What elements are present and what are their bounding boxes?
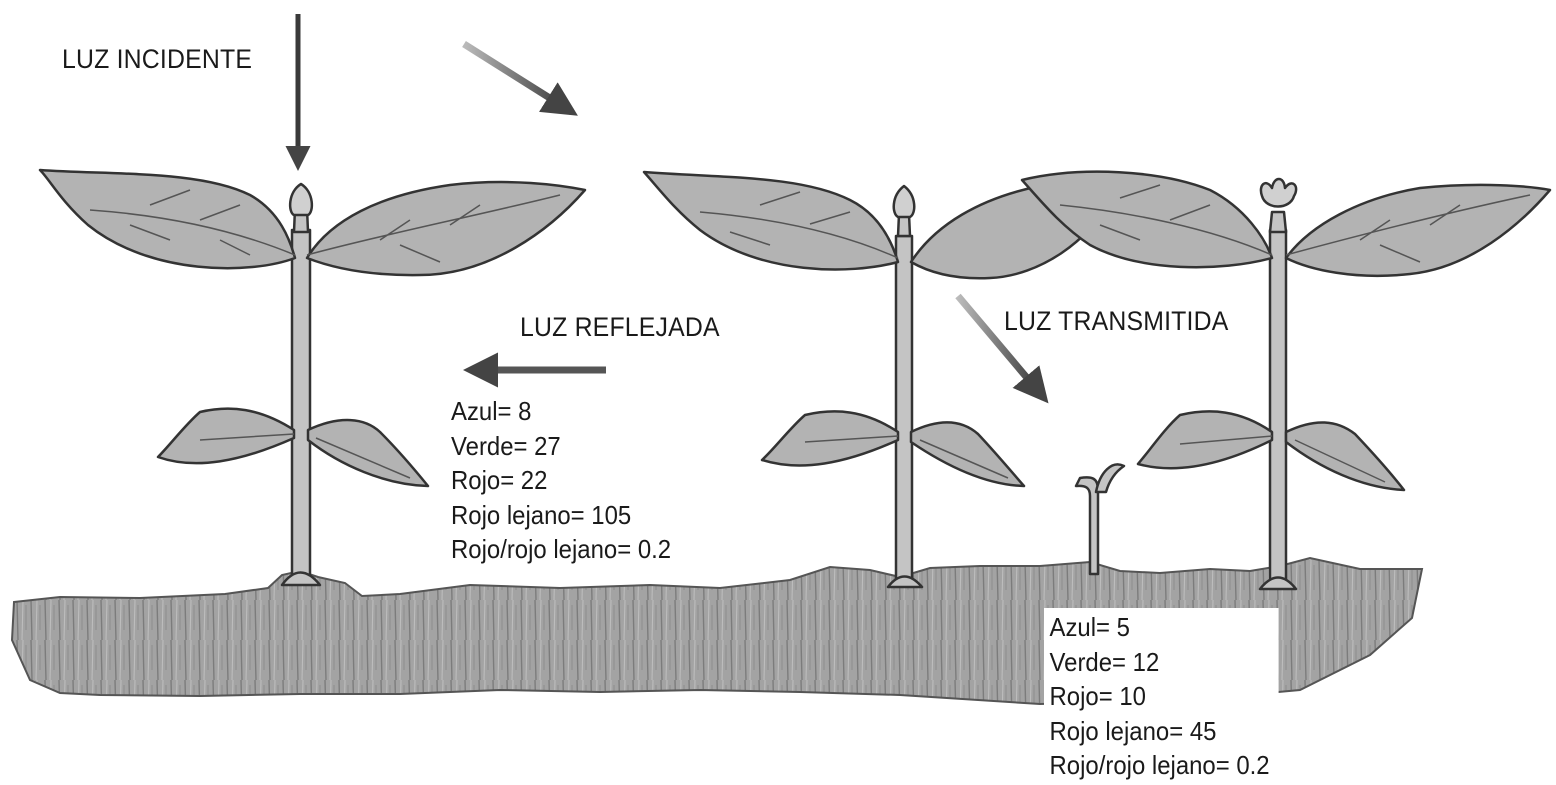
plant-left	[38, 168, 587, 587]
incident-light-label: LUZ INCIDENTE	[62, 44, 253, 74]
plant-right	[1020, 170, 1552, 591]
reflected-value-green: Verde= 27	[451, 430, 561, 461]
transmitted-value-blue: Azul= 5	[1049, 612, 1130, 642]
transmitted-arrow	[955, 293, 1049, 404]
reflected-light-label: LUZ REFLEJADA	[520, 312, 720, 342]
reflected-value-ratio: Rojo/rojo lejano= 0.2	[451, 534, 672, 564]
seedling	[1074, 463, 1126, 576]
transmitted-values: Azul= 5 Verde= 12 Rojo= 10 Rojo lejano= …	[1044, 608, 1279, 785]
incident-diagonal-arrow	[462, 41, 578, 116]
reflected-value-far-red: Rojo lejano= 105	[451, 499, 632, 530]
reflected-value-red: Rojo= 22	[451, 465, 548, 495]
transmitted-value-ratio: Rojo/rojo lejano= 0.2	[1049, 750, 1270, 780]
transmitted-light-label: LUZ TRANSMITIDA	[1004, 306, 1229, 336]
transmitted-value-red: Rojo= 10	[1049, 681, 1146, 711]
reflected-value-blue: Azul= 8	[451, 396, 532, 426]
transmitted-value-green: Verde= 12	[1049, 646, 1160, 677]
reflected-values: Azul= 8 Verde= 27 Rojo= 22 Rojo lejano= …	[451, 394, 671, 567]
transmitted-value-far-red: Rojo lejano= 45	[1049, 715, 1217, 746]
